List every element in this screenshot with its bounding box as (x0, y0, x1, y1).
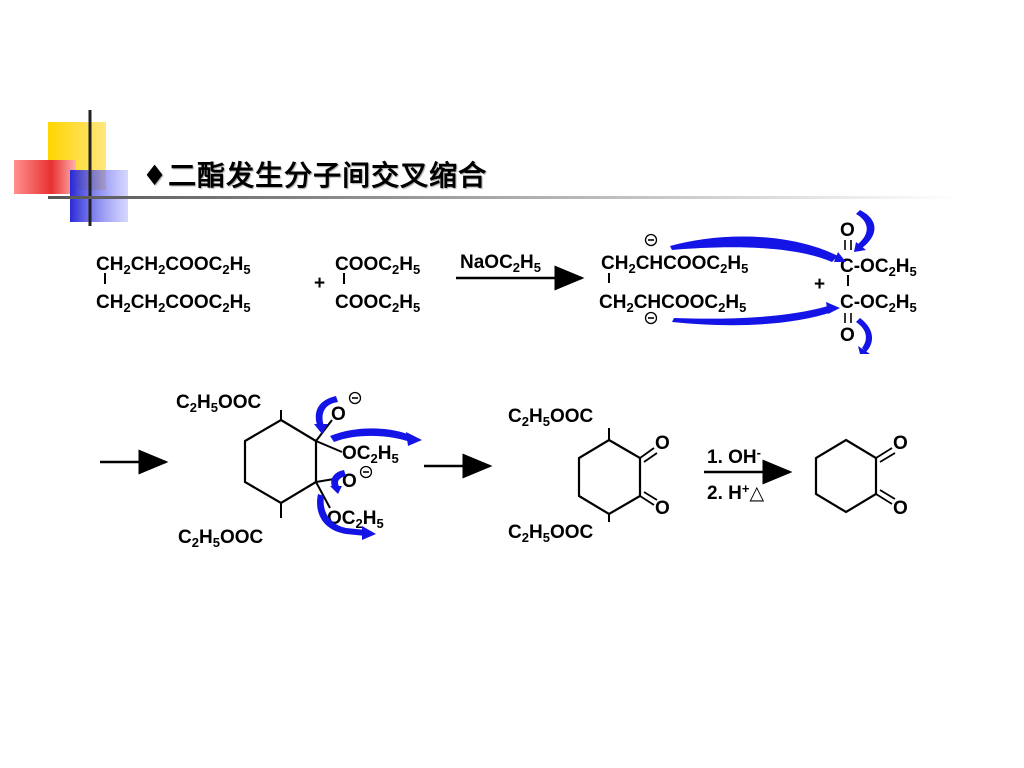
oxalate-top: COOC2H5 (335, 254, 420, 277)
alkoxide-o-2: O (342, 471, 357, 492)
attack-arrow-top (670, 236, 838, 262)
title-underline (48, 196, 958, 199)
deco-red-bar (14, 160, 76, 194)
product-o-2: O (655, 498, 670, 519)
final-o-1: O (893, 433, 908, 454)
step-2-label: 2. H+△ (707, 481, 764, 504)
title-label: 二酯发生分子间交叉缩合 (168, 159, 488, 192)
plus-sign-1: + (314, 273, 325, 294)
leaving-group-1: OC2H5 (342, 443, 399, 466)
carbanion-charge-bottom (644, 311, 658, 325)
enolate-top: CH2CHCOOC2H5 (601, 253, 748, 276)
product-sub-top: C2H5OOC (508, 406, 593, 429)
electron-arrows-1 (670, 210, 875, 354)
diketo-diester-product: C2H5OOC C2H5OOC O O (508, 406, 670, 545)
enolate-molecule: CH2CHCOOC2H5 CH2CHCOOC2H5 (599, 233, 748, 325)
diester-bottom: CH2CH2COOC2H5 (96, 292, 251, 315)
cyclohexanedione-product: O O (814, 433, 908, 519)
carbonyl-arrow-bottom (856, 318, 873, 352)
product-sub-bottom: C2H5OOC (508, 522, 593, 545)
oxalyl-o-top: O (840, 220, 855, 241)
diester-top: CH2CH2COOC2H5 (96, 254, 251, 277)
alkoxide-o-1: O (331, 404, 346, 425)
reform-arrow-1 (315, 396, 338, 428)
hydrolysis-conditions: 1. OH- 2. H+△ (704, 445, 793, 504)
step-1-label: 1. OH- (707, 445, 761, 468)
oxyanion-charge-1 (348, 391, 362, 405)
ring-sub-bottom: C2H5OOC (178, 527, 263, 550)
reform-arrow-2 (331, 470, 346, 490)
attack-arrow-bottom (672, 306, 832, 326)
reagent-naoet: NaOC2H5 (460, 252, 541, 275)
oxalate-carbonyls: O C-OC2H5 C-OC2H5 O (840, 220, 917, 346)
ring-product (577, 438, 642, 516)
ring-intermediate (243, 418, 318, 505)
enolate-bottom: CH2CHCOOC2H5 (599, 292, 746, 315)
expel-arrow-2 (317, 494, 366, 536)
oxyanion-charge-2 (359, 465, 373, 479)
ring-sub-top: C2H5OOC (176, 392, 261, 415)
ring-final (814, 438, 878, 514)
oxalyl-o-bottom: O (840, 325, 855, 346)
oxalyl-c-bottom: C-OC2H5 (840, 292, 917, 315)
electron-arrows-2 (314, 396, 422, 540)
expel-arrow-1 (330, 428, 412, 442)
slide-title: ♦二酯发生分子间交叉缩合 (142, 154, 487, 194)
plus-sign-2: + (814, 274, 825, 295)
carbanion-charge-top (644, 233, 658, 247)
diethyl-oxalate: COOC2H5 COOC2H5 (335, 254, 420, 315)
product-o-1: O (655, 433, 670, 454)
diester-molecule: CH2CH2COOC2H5 CH2CH2COOC2H5 (96, 254, 251, 315)
oxalyl-c-top: C-OC2H5 (840, 256, 917, 279)
diamond-bullet-icon: ♦ (142, 159, 169, 192)
oxalate-bottom: COOC2H5 (335, 292, 420, 315)
carbonyl-arrow-top (856, 210, 875, 248)
final-o-2: O (893, 498, 908, 519)
tetrahedral-intermediate: C2H5OOC C2H5OOC O OC2H5 O OC2H5 (176, 391, 399, 550)
